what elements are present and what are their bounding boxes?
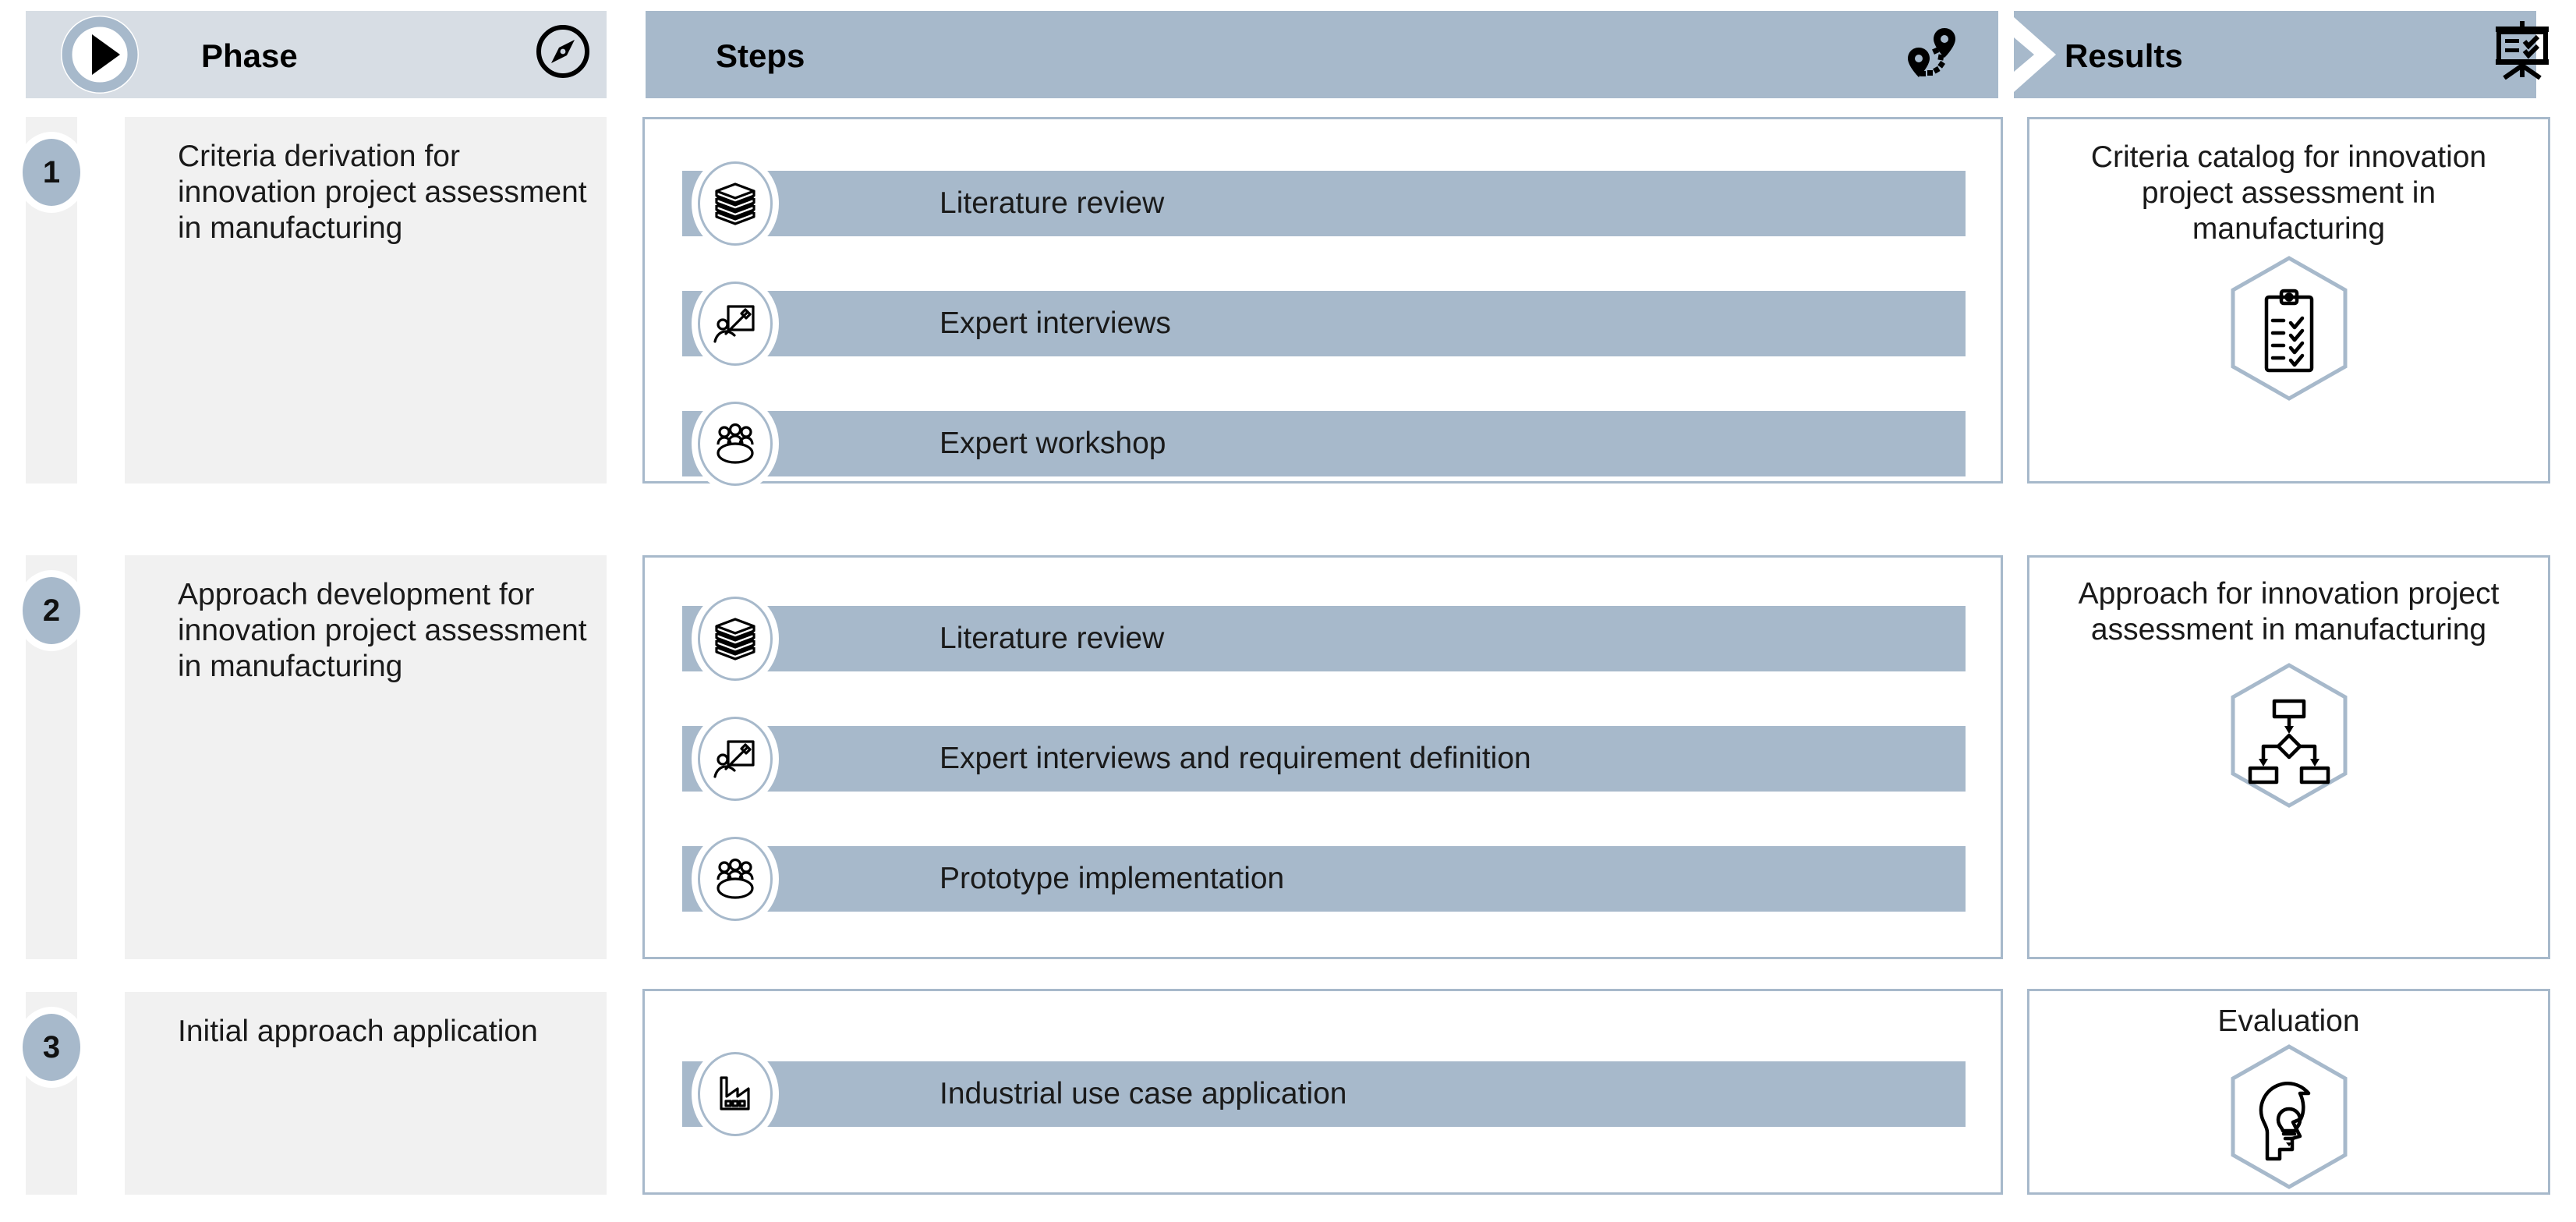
step-label: Industrial use case application <box>939 1077 1347 1110</box>
head-lightbulb-icon <box>2217 1041 2362 1192</box>
header-phase-title: Phase <box>201 37 298 74</box>
route-pins-icon <box>1903 20 1966 83</box>
steps-container-3: Industrial use case application <box>642 989 2003 1195</box>
result-container-2: Approach for innovation project assessme… <box>2027 555 2550 959</box>
step-label: Literature review <box>939 622 1165 655</box>
step-bar[interactable]: Expert interviews <box>682 282 1966 366</box>
presenter-whiteboard-icon <box>698 717 773 801</box>
result-text-1: Criteria catalog for innovation project … <box>2090 140 2487 246</box>
presenter-whiteboard-icon <box>698 282 773 366</box>
result-container-1: Criteria catalog for innovation project … <box>2027 117 2550 483</box>
step-bar[interactable]: Prototype implementation <box>682 837 1966 921</box>
header-steps-title: Steps <box>716 37 805 74</box>
books-stack-icon <box>698 161 773 246</box>
header-results-title: Results <box>2065 37 2183 74</box>
phase-title-2: Approach development for innovation proj… <box>178 578 587 684</box>
header-steps-results-band <box>646 11 2536 98</box>
step-label: Expert workshop <box>939 427 1166 460</box>
step-bar[interactable]: Expert interviews and requirement defini… <box>682 717 1966 801</box>
phase-title-3: Initial approach application <box>178 1015 538 1048</box>
step-bar[interactable]: Industrial use case application <box>682 1052 1966 1136</box>
steps-container-1: Literature review Expert interviews <box>642 117 2003 486</box>
phase-panel-3 <box>125 992 607 1195</box>
phase-number-badge-2: 2 <box>23 577 80 644</box>
step-bar[interactable]: Literature review <box>682 597 1966 681</box>
step-label: Prototype implementation <box>939 862 1285 895</box>
phase-title-1: Criteria derivation for innovation proje… <box>178 140 587 246</box>
step-bar[interactable]: Literature review <box>682 161 1966 246</box>
result-text-3: Evaluation <box>2217 1004 2360 1038</box>
group-meeting-icon <box>698 837 773 921</box>
group-meeting-icon <box>698 402 773 486</box>
flowchart-icon <box>2217 659 2362 812</box>
phase-number-badge-1: 1 <box>23 139 80 206</box>
factory-icon <box>698 1052 773 1136</box>
phase-panel-1 <box>125 117 607 483</box>
books-stack-icon <box>698 597 773 681</box>
clipboard-checklist-icon <box>2217 252 2362 405</box>
step-label: Literature review <box>939 186 1165 220</box>
result-text-2: Approach for innovation project assessme… <box>2078 577 2500 647</box>
result-container-3: Evaluation <box>2027 989 2550 1195</box>
steps-container-2: Literature review Expert interviews and … <box>642 555 2003 959</box>
step-label: Expert interviews and requirement defini… <box>939 742 1531 775</box>
compass-icon <box>535 23 591 80</box>
phase-panel-2 <box>125 555 607 959</box>
step-label: Expert interviews <box>939 306 1171 340</box>
header: Phase Steps Results <box>0 0 2576 109</box>
step-bar[interactable]: Expert workshop <box>682 402 1966 486</box>
play-circle-icon <box>59 14 140 95</box>
phase-number-badge-3: 3 <box>23 1014 80 1081</box>
presentation-checklist-icon <box>2492 19 2553 80</box>
